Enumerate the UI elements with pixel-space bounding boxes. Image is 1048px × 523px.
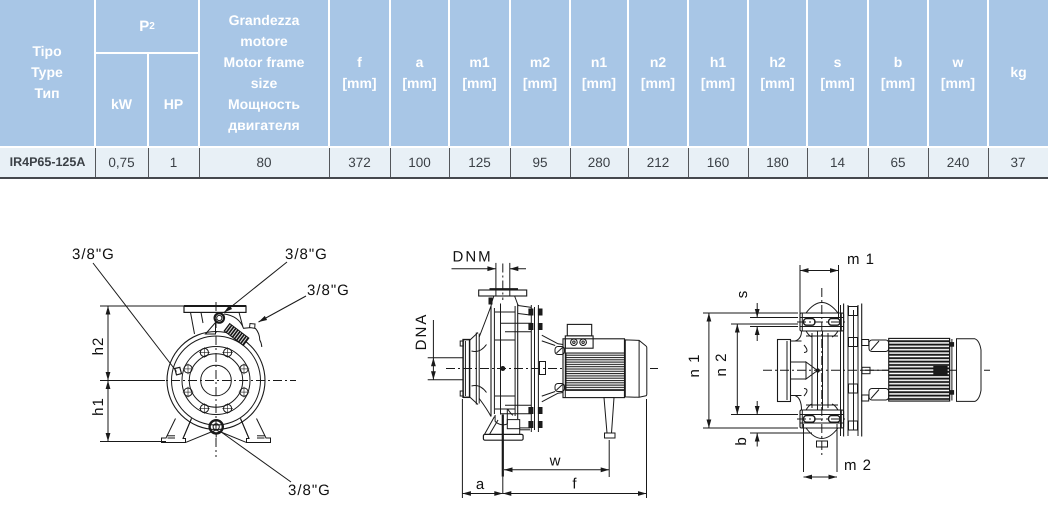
svg-text:3/8"G: 3/8"G bbox=[72, 246, 115, 263]
svg-text:a: a bbox=[476, 476, 485, 493]
svg-text:b: b bbox=[733, 436, 750, 445]
svg-text:s: s bbox=[734, 290, 751, 299]
svg-text:3/8"G: 3/8"G bbox=[307, 282, 350, 299]
svg-text:3/8"G: 3/8"G bbox=[288, 482, 331, 499]
svg-text:3/8"G: 3/8"G bbox=[285, 246, 328, 263]
svg-text:h2: h2 bbox=[90, 337, 107, 356]
svg-text:w: w bbox=[549, 453, 562, 470]
svg-text:n 1: n 1 bbox=[686, 354, 703, 378]
svg-text:m 2: m 2 bbox=[844, 457, 872, 474]
svg-text:f: f bbox=[572, 476, 577, 493]
svg-text:m 1: m 1 bbox=[847, 251, 875, 268]
svg-text:n 2: n 2 bbox=[713, 353, 730, 377]
svg-text:h1: h1 bbox=[90, 397, 107, 416]
svg-text:DNA: DNA bbox=[413, 313, 430, 351]
svg-text:DNM: DNM bbox=[453, 249, 493, 266]
